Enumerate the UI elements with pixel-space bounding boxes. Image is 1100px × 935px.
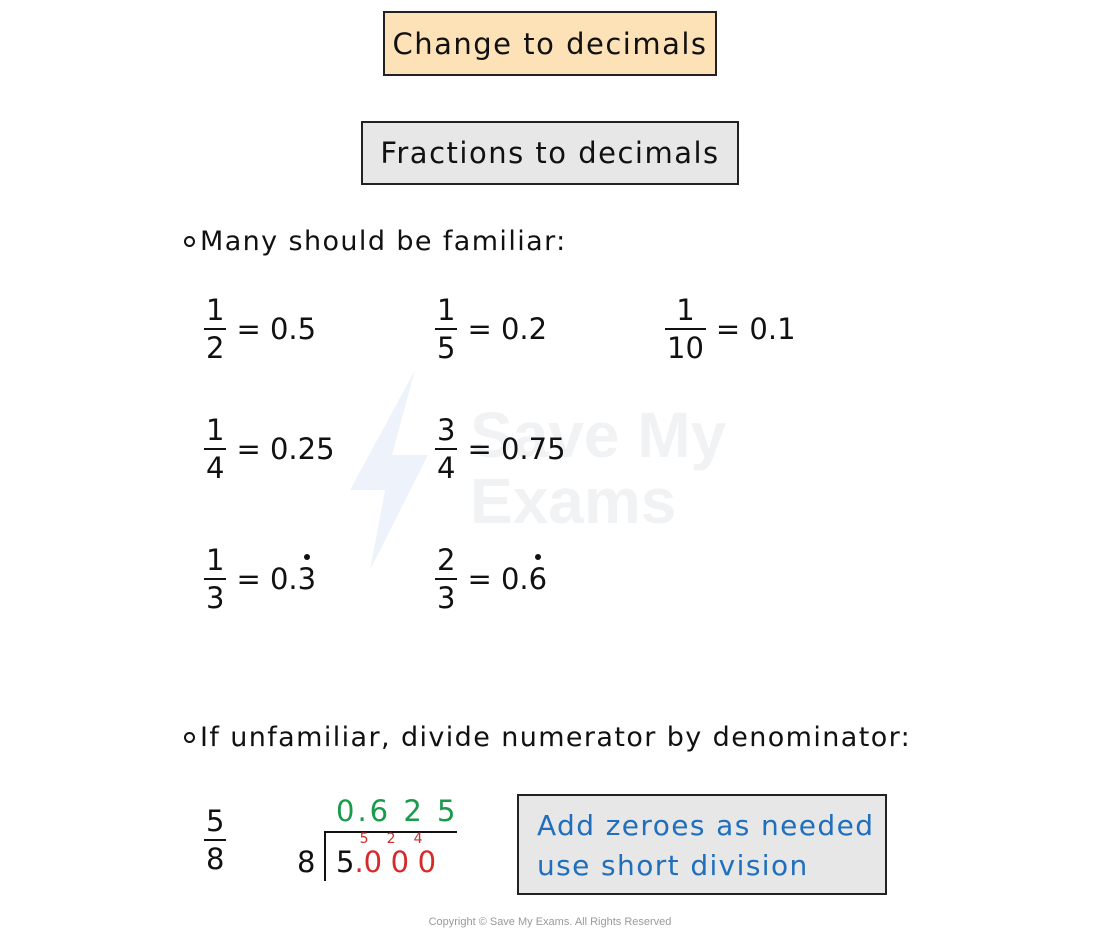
note-box: Add zeroes as needed use short division — [517, 794, 887, 895]
note-line-2: use short division — [537, 849, 809, 882]
fraction: 2 3 — [435, 542, 458, 616]
denominator: 5 — [437, 331, 456, 365]
bullet-familiar: Many should be familiar: — [184, 226, 567, 257]
fraction: 3 4 — [435, 412, 458, 486]
fraction: 1 3 — [204, 542, 227, 616]
bullet-icon — [184, 236, 195, 247]
numerator: 1 — [206, 293, 225, 327]
subtitle-box: Fractions to decimals — [361, 121, 739, 185]
fraction-bar — [204, 578, 227, 580]
bullet-text: Many should be familiar: — [200, 226, 567, 257]
decimal-value: = 0.25 — [236, 432, 335, 466]
bullet-icon — [184, 732, 195, 743]
fraction-equation: 1 2 = 0.5 — [204, 292, 316, 366]
carry-digit: 4 — [413, 831, 423, 847]
bullet-unfamiliar: If unfamiliar, divide numerator by denom… — [184, 722, 911, 753]
denominator: 2 — [206, 331, 225, 365]
fraction: 5 8 — [204, 803, 227, 877]
numerator: 1 — [206, 543, 225, 577]
division-bracket — [324, 831, 457, 881]
division-quotient: 0.6 2 5 — [336, 794, 459, 828]
fraction: 1 10 — [665, 292, 706, 366]
numerator: 5 — [206, 804, 225, 838]
denominator: 3 — [437, 581, 456, 615]
decimal-point: . — [354, 845, 364, 879]
copyright-notice: Copyright © Save My Exams. All Rights Re… — [428, 916, 672, 928]
fraction-bar — [435, 448, 458, 450]
example-fraction: 5 8 — [204, 803, 236, 877]
title-box: Change to decimals — [383, 11, 717, 76]
fraction-bar — [435, 578, 458, 580]
carry-digit: 5 — [359, 831, 369, 847]
fraction-bar — [204, 839, 227, 841]
fraction-equation: 1 4 = 0.25 — [204, 412, 335, 486]
save-my-exams-logo-bolt-icon — [350, 370, 428, 570]
fraction-equation: 1 5 = 0.2 — [435, 292, 547, 366]
division-divisor: 8 — [297, 845, 316, 879]
recurring-digit: 3 — [297, 562, 317, 596]
denominator: 3 — [206, 581, 225, 615]
numerator: 2 — [437, 543, 456, 577]
denominator: 4 — [437, 451, 456, 485]
page-title: Change to decimals — [392, 26, 708, 61]
zero-digit: 0 — [390, 845, 410, 879]
fraction-equation: 2 3 = 0.6 — [435, 542, 547, 616]
bullet-text: If unfamiliar, divide numerator by denom… — [200, 722, 912, 753]
decimal-value: = 0.5 — [236, 312, 317, 346]
denominator: 10 — [667, 331, 704, 365]
decimal-value: = 0.75 — [467, 432, 566, 466]
note-line-1: Add zeroes as needed — [537, 809, 875, 842]
numerator: 1 — [676, 293, 695, 327]
recurring-decimal-value: = 0.6 — [467, 562, 547, 596]
fraction-equation: 1 10 = 0.1 — [665, 292, 796, 366]
section-heading: Fractions to decimals — [380, 136, 720, 170]
denominator: 8 — [206, 842, 225, 876]
fraction-equation: 3 4 = 0.75 — [435, 412, 566, 486]
decimal-prefix: = 0. — [467, 562, 529, 596]
carry-digit: 2 — [386, 831, 396, 847]
fraction-bar — [204, 328, 227, 330]
numerator: 1 — [437, 293, 456, 327]
recurring-digit: 6 — [528, 562, 548, 596]
fraction-bar — [435, 328, 458, 330]
decimal-value: = 0.1 — [715, 312, 796, 346]
zero-digit: 0 — [417, 845, 437, 879]
fraction-bar — [665, 328, 706, 330]
dividend-digit: 5 — [336, 845, 355, 879]
numerator: 3 — [437, 413, 456, 447]
fraction-bar — [204, 448, 227, 450]
zero-digit: 0 — [363, 845, 383, 879]
decimal-value: = 0.2 — [467, 312, 548, 346]
fraction: 1 2 — [204, 292, 227, 366]
recurring-decimal-value: = 0.3 — [236, 562, 316, 596]
denominator: 4 — [206, 451, 225, 485]
numerator: 1 — [206, 413, 225, 447]
fraction-equation: 1 3 = 0.3 — [204, 542, 316, 616]
fraction: 1 4 — [204, 412, 227, 486]
fraction: 1 5 — [435, 292, 458, 366]
decimal-prefix: = 0. — [236, 562, 298, 596]
